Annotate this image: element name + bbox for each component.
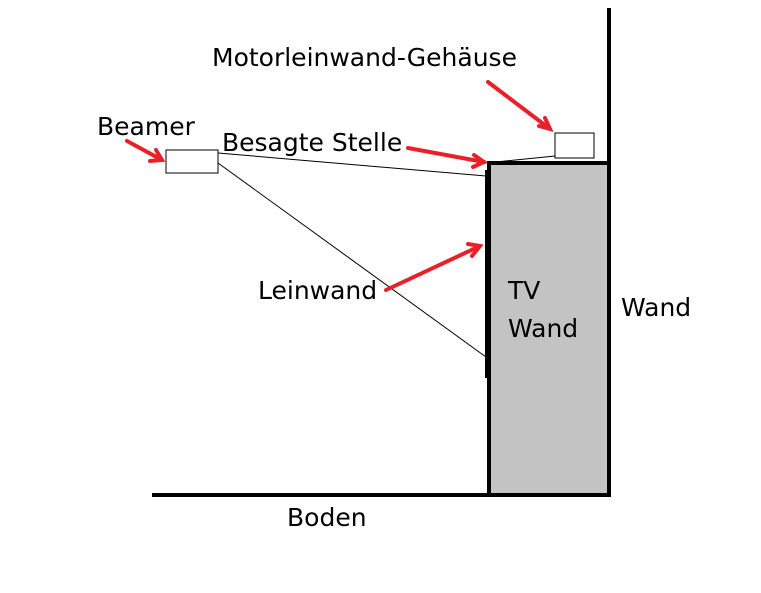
arrow-to-housing (486, 80, 554, 133)
tv-wall-label-line1: TV (508, 276, 541, 305)
beamer-label: Beamer (97, 112, 195, 141)
housing-link-line (485, 155, 556, 164)
tv-wall-label: TV Wand (508, 272, 578, 348)
wall-label: Wand (621, 293, 692, 322)
motor-housing-label: Motorleinwand-Gehäuse (212, 43, 517, 72)
projection-line-bottom (217, 162, 487, 358)
tv-wall-block (487, 161, 611, 497)
arrow-to-beamer (125, 139, 166, 163)
floor-label: Boden (287, 503, 367, 532)
tv-wall-label-line2: Wand (508, 314, 579, 343)
arrow-to-spot (406, 146, 489, 169)
spot-label: Besagte Stelle (222, 128, 403, 157)
motor-housing-box (554, 132, 595, 159)
projection-line-top (217, 152, 487, 177)
beamer-box (165, 149, 219, 174)
arrow-to-screen (384, 242, 484, 292)
screen-label: Leinwand (258, 276, 378, 305)
